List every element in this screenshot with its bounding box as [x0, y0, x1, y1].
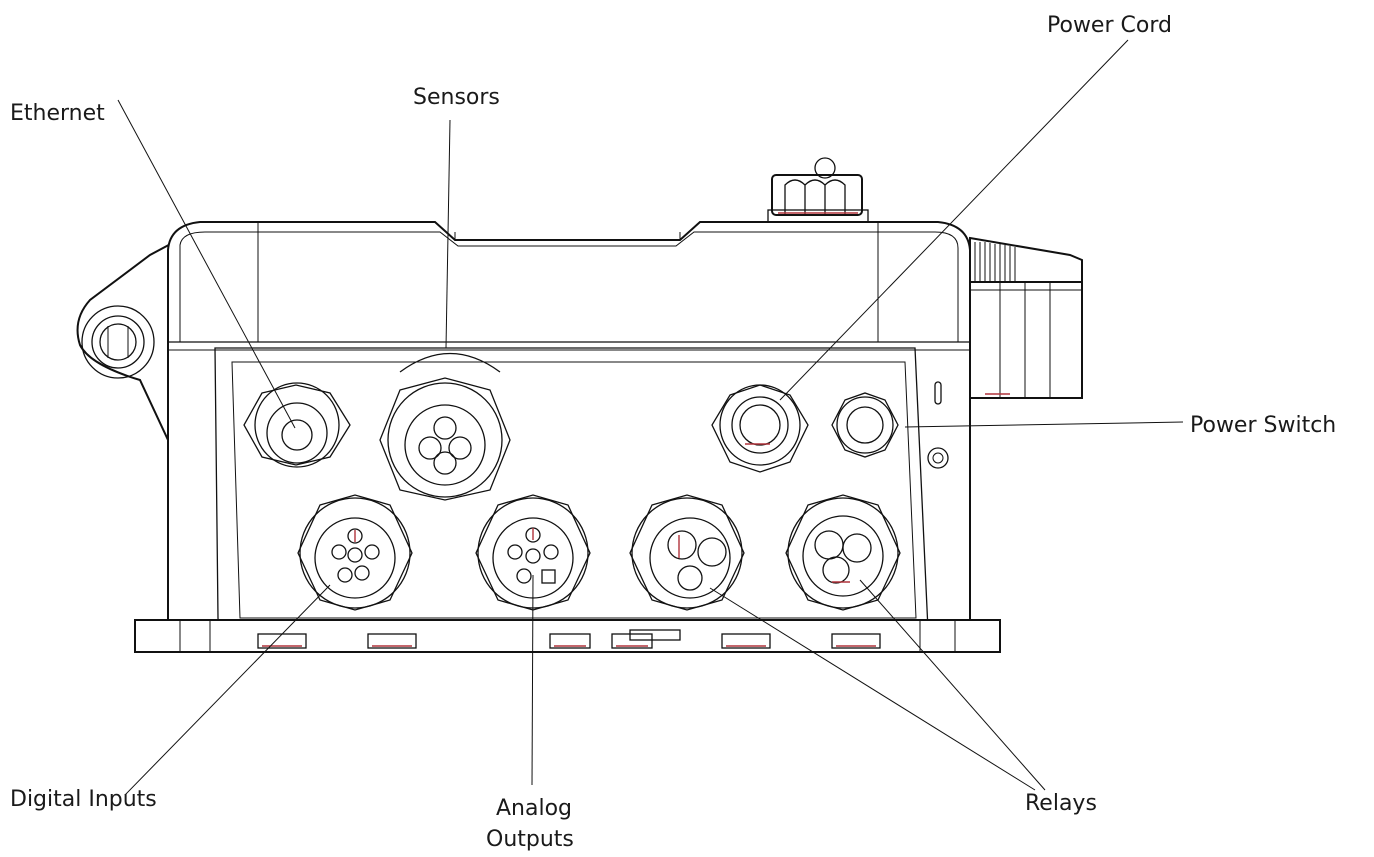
sensors-gland	[379, 377, 511, 501]
label-power-cord: Power Cord	[1047, 13, 1172, 38]
ear-hole-ring	[91, 315, 145, 369]
top-knob	[767, 157, 869, 223]
relay-gland-1	[629, 494, 745, 611]
ear-hole-inner	[99, 323, 137, 361]
analog-outputs-leader	[531, 574, 534, 786]
right-side-connector	[969, 236, 1083, 399]
power-switch-leader	[904, 421, 1184, 428]
labels: Ethernet Sensors Power Cord Power Switch…	[10, 13, 1336, 852]
left-mounting-ear	[76, 238, 179, 601]
label-relays: Relays	[1025, 791, 1097, 816]
label-digital-inputs: Digital Inputs	[10, 787, 157, 812]
device-housing	[76, 157, 1083, 653]
power-cord-gland	[711, 384, 809, 473]
power-cord-leader	[779, 39, 1129, 401]
label-ethernet: Ethernet	[10, 101, 105, 126]
label-power-switch: Power Switch	[1190, 413, 1336, 438]
ethernet-gland	[243, 382, 351, 468]
relays-leader-2	[859, 579, 1046, 791]
label-analog-outputs-line2: Outputs	[486, 827, 574, 852]
label-sensors: Sensors	[413, 85, 500, 110]
sensors-leader	[445, 119, 451, 349]
label-analog-outputs-line1: Analog	[496, 796, 572, 821]
ear-hole-outer	[81, 305, 155, 379]
ethernet-leader	[117, 99, 296, 429]
digital-inputs-leader	[124, 584, 331, 796]
digital-inputs-gland	[297, 494, 413, 611]
relays-leader-1	[709, 587, 1036, 791]
leader-lines	[117, 39, 1184, 796]
bottom-flange	[134, 619, 1001, 653]
power-switch-gland	[831, 392, 899, 458]
